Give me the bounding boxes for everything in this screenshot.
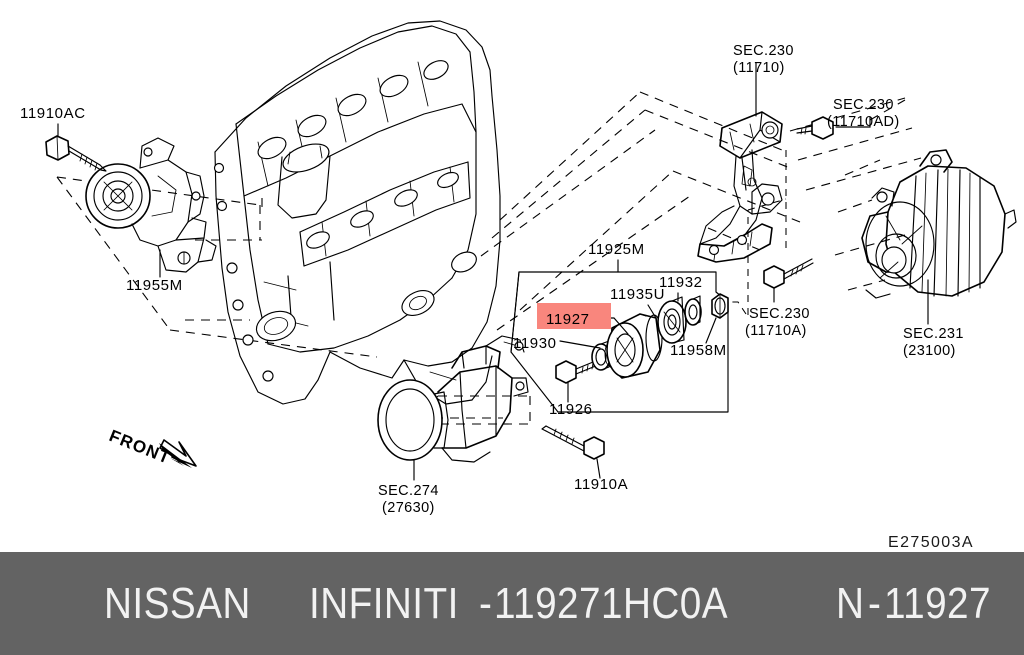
footer-separator: - [479, 578, 493, 628]
section-labels: SEC.230 (11710) SEC.230 (11710AD) SEC.23… [378, 43, 964, 516]
footer-catalog-prefix: N [836, 578, 865, 628]
ac-compressor [377, 335, 529, 463]
belt-tensioner-assembly [85, 137, 217, 273]
callout-labels: 11910AC 11955M 11925M 11935U 11932 11930… [20, 105, 727, 493]
label-11910ac: 11910AC [20, 105, 86, 122]
footer-catalog-number: 11927 [883, 578, 991, 628]
alternator-bracket [697, 111, 783, 263]
front-orientation-marker: FRONT [107, 426, 197, 468]
footer-brand-infiniti: INFINITI [308, 578, 459, 628]
footer-text-group: NISSAN INFINITI - 119271HC0A N - 11927 [0, 578, 1005, 628]
bolt-11710a [763, 258, 814, 289]
engine-block-illustration [213, 20, 501, 405]
idler-pulley-exploded-view [555, 293, 729, 384]
footer-part-number: 119271HC0A [494, 578, 729, 628]
part-11927-idler-pulley [606, 313, 663, 379]
section-label-23100-line2: (23100) [903, 343, 956, 359]
label-11926: 11926 [549, 401, 593, 418]
footer-bar: NISSAN INFINITI - 119271HC0A N - 11927 [0, 552, 1024, 655]
section-label-11710-line2: (11710) [733, 60, 785, 76]
section-label-23100-line1: SEC.231 [903, 326, 964, 342]
section-label-11710a-line1: SEC.230 [749, 306, 810, 322]
part-11932-washer [684, 295, 702, 326]
label-11910a: 11910A [574, 476, 628, 493]
label-11930: 11930 [513, 335, 557, 352]
alternator-assembly [861, 149, 1017, 299]
label-11927-highlighted: 11927 [546, 311, 590, 328]
part-11926-bolt [555, 359, 599, 384]
reference-code: E275003A [888, 534, 974, 551]
section-label-11710-line1: SEC.230 [733, 43, 794, 59]
label-11932: 11932 [659, 274, 703, 291]
part-11958m-nut [711, 293, 729, 319]
section-label-11710a-line2: (11710A) [745, 323, 807, 339]
label-11925m: 11925M [588, 241, 645, 258]
footer-catalog-separator: - [868, 578, 882, 628]
bolt-11910ac [45, 135, 107, 172]
part-11935u-bracket [657, 296, 687, 344]
footer-brand-nissan: NISSAN [104, 578, 251, 628]
section-label-11710ad-line1: SEC.230 [833, 97, 894, 113]
bolt-11710ad [796, 116, 834, 140]
highlight-11927 [537, 303, 611, 329]
label-11935u: 11935U [610, 286, 665, 303]
label-11958m: 11958M [670, 342, 727, 359]
label-11955m: 11955M [126, 277, 183, 294]
detail-callout-box [510, 271, 729, 413]
bolt-11910a [541, 425, 605, 460]
section-label-27630-line2: (27630) [382, 500, 435, 516]
section-label-27630-line1: SEC.274 [378, 483, 439, 499]
section-label-11710ad-line2: (11710AD) [827, 114, 900, 130]
callout-leader-lines [57, 62, 929, 481]
